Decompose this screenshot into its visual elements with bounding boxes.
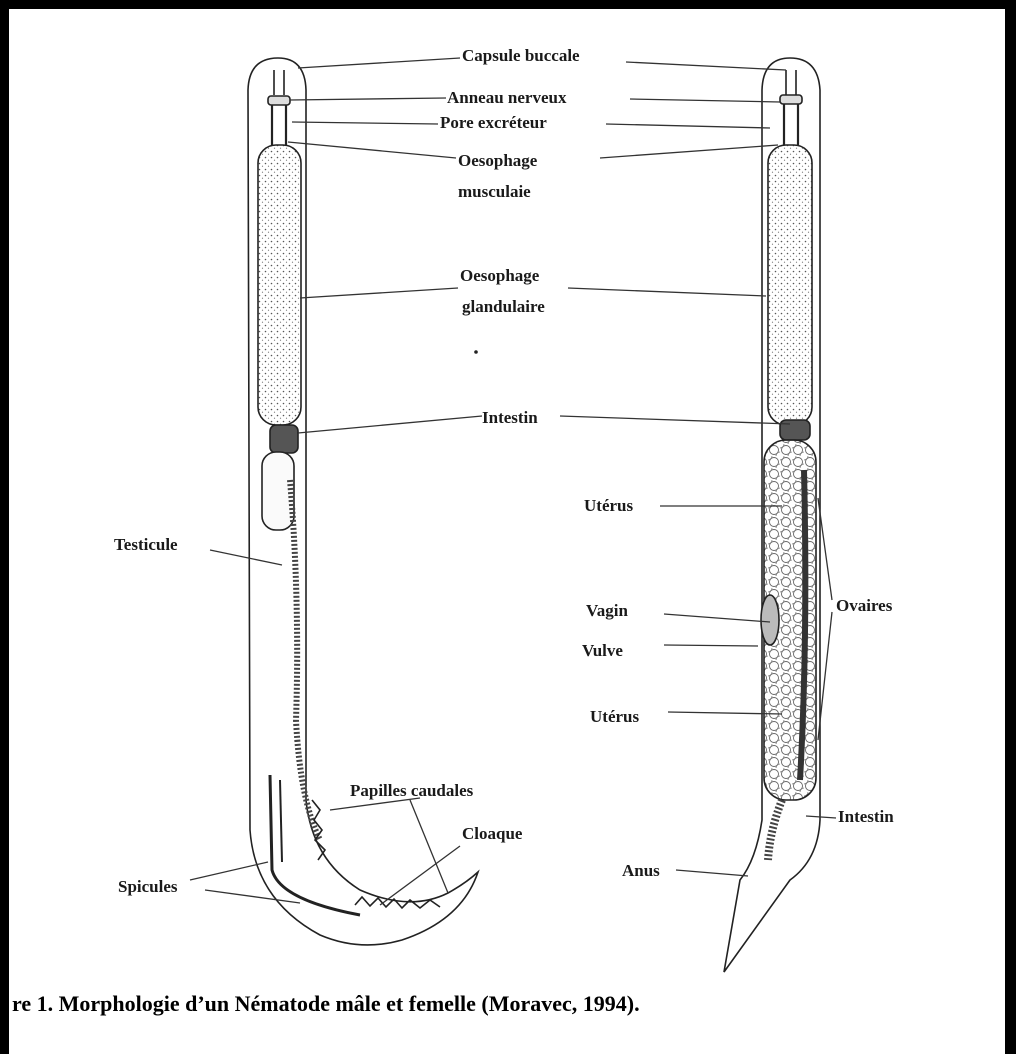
male-glandular-oesophagus	[258, 145, 301, 425]
figure-caption: re 1. Morphologie d’un Nématode mâle et …	[12, 991, 640, 1017]
label-intestin-top: Intestin	[482, 407, 538, 429]
label-oesophage-musculaire-2: musculaie	[458, 181, 531, 203]
label-ovaires: Ovaires	[836, 595, 892, 617]
label-uterus-1: Utérus	[584, 495, 633, 517]
label-testicule: Testicule	[114, 534, 178, 556]
label-anneau-nerveux: Anneau nerveux	[447, 87, 566, 109]
label-vulve: Vulve	[582, 640, 623, 662]
male-nematode	[248, 58, 478, 945]
stray-dot	[474, 350, 478, 354]
female-buccal-capsule	[786, 70, 796, 95]
female-glandular-oesophagus	[768, 145, 812, 425]
male-caudal-papillae	[312, 800, 440, 908]
label-spicules: Spicules	[118, 876, 178, 898]
female-nematode	[724, 58, 820, 972]
female-intestine-junction	[780, 420, 810, 440]
label-oesophage-musculaire: Oesophage	[458, 150, 537, 172]
label-oesophage-glandulaire-2: glandulaire	[462, 296, 545, 318]
label-pore-excreteur: Pore excréteur	[440, 112, 547, 134]
male-spicule-1	[270, 775, 360, 915]
label-anus: Anus	[622, 860, 660, 882]
male-buccal-capsule	[274, 70, 284, 95]
male-muscular-oesophagus	[272, 105, 286, 145]
male-testicle	[262, 452, 294, 530]
label-uterus-2: Utérus	[590, 706, 639, 728]
male-spicule-2	[280, 780, 282, 862]
label-vagin: Vagin	[586, 600, 628, 622]
female-vagina	[761, 595, 779, 645]
label-papilles-caudales: Papilles caudales	[350, 780, 473, 802]
female-muscular-oesophagus	[784, 104, 798, 145]
label-capsule-buccale: Capsule buccale	[462, 45, 580, 67]
label-intestin-bottom: Intestin	[838, 806, 894, 828]
label-oesophage-glandulaire: Oesophage	[460, 265, 539, 287]
female-nerve-ring	[780, 95, 802, 104]
male-intestine-junction	[270, 425, 298, 453]
female-posterior-intestine	[768, 800, 782, 860]
label-cloaque: Cloaque	[462, 823, 522, 845]
male-leader-lines	[190, 58, 482, 905]
male-intestine	[290, 480, 320, 840]
male-nerve-ring	[268, 96, 290, 105]
